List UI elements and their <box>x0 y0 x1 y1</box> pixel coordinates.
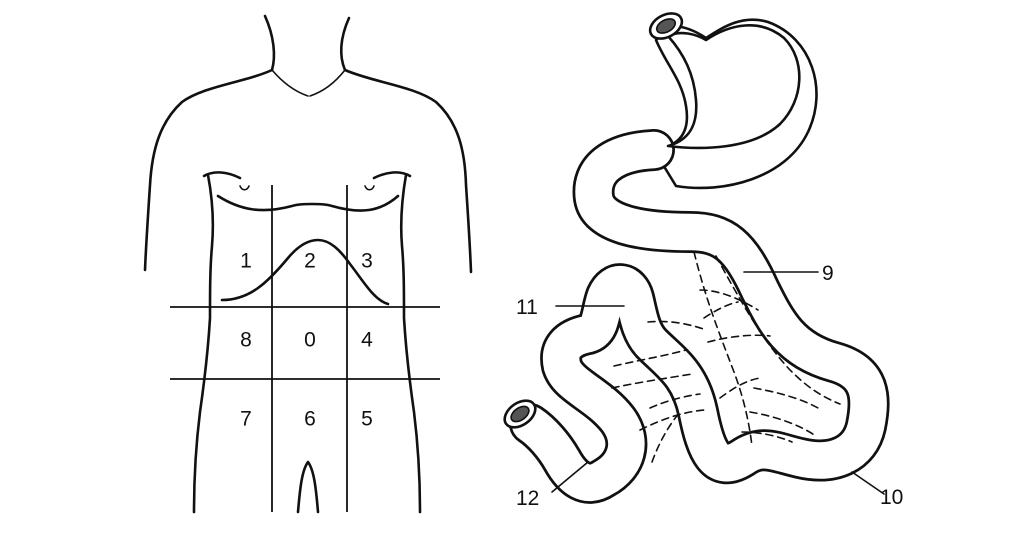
neck-right-strand <box>310 70 345 96</box>
region-label-3: 3 <box>361 250 373 273</box>
region-label-2: 2 <box>304 250 316 273</box>
callout-label-12: 12 <box>516 487 539 510</box>
torso-diagram: 1 2 3 8 0 4 7 6 5 <box>145 16 471 512</box>
mesentery-line <box>754 388 818 408</box>
torso-left-flank <box>194 175 213 512</box>
region-label-8: 8 <box>240 329 252 352</box>
nipple-left <box>240 186 249 190</box>
region-label-0: 0 <box>304 329 316 352</box>
torso-right-outline <box>345 70 471 272</box>
costal-margin <box>218 196 398 211</box>
callout-label-11: 11 <box>516 296 538 319</box>
region-label-1: 1 <box>240 250 252 273</box>
neck-right-outline <box>341 18 349 70</box>
neck-left-outline <box>265 16 274 70</box>
nipple-right <box>365 186 374 190</box>
groin-line <box>298 462 318 512</box>
neck-left-strand <box>272 70 308 96</box>
callout-label-9: 9 <box>822 262 834 285</box>
region-label-5: 5 <box>361 408 373 431</box>
callout-label-10: 10 <box>880 486 903 509</box>
region-label-6: 6 <box>304 408 316 431</box>
mesentery-line <box>708 335 770 342</box>
gut-diagram: 9 10 11 12 <box>500 8 904 510</box>
region-label-7: 7 <box>240 408 252 431</box>
torso-right-flank <box>401 175 420 512</box>
region-label-4: 4 <box>361 329 373 352</box>
torso-left-outline <box>145 70 272 270</box>
